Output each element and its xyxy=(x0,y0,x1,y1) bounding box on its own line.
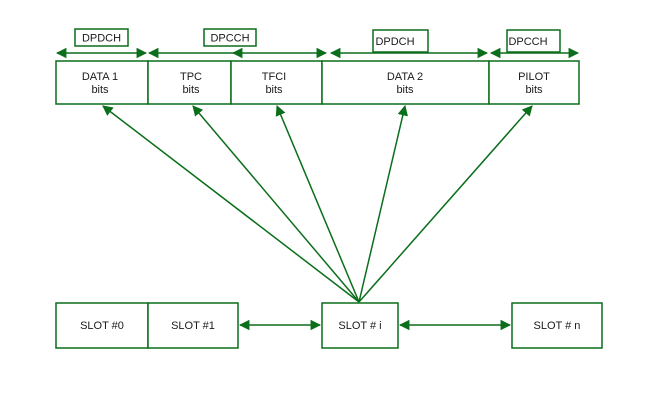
slot-i-label: SLOT # i xyxy=(338,320,381,332)
slots-row: SLOT #0 SLOT #1 SLOT # i SLOT # n xyxy=(55,302,603,349)
slot-box-1 xyxy=(147,302,239,349)
channel-label-dpcch-2: DPCCH xyxy=(508,36,547,48)
slot-box-0 xyxy=(55,302,149,349)
field-tfci-label: TFCI xyxy=(262,71,286,83)
field-pilot-sublabel: bits xyxy=(525,84,543,96)
channel-label-box-dpcch-1 xyxy=(203,28,257,47)
slot-box-i xyxy=(321,302,399,349)
field-tfci-sublabel: bits xyxy=(265,84,283,96)
field-box-data-1 xyxy=(55,60,149,105)
slot-1-label: SLOT #1 xyxy=(171,320,215,332)
field-box-tfci xyxy=(230,60,323,105)
field-data-2-label: DATA 2 xyxy=(387,71,423,83)
channel-label-dpdch-1: DPDCH xyxy=(82,33,121,45)
arrow-to-data-1 xyxy=(102,105,360,303)
arrow-to-tpc xyxy=(192,105,360,303)
field-tpc-label: TPC xyxy=(180,71,202,83)
slot-fields: DATA 1 bits TPC bits TFCI bits DATA 2 bi… xyxy=(55,60,580,105)
field-data-2-sublabel: bits xyxy=(396,84,414,96)
channel-label-dpcch-1: DPCCH xyxy=(210,33,249,45)
field-arrows xyxy=(102,104,533,303)
field-data-1-sublabel: bits xyxy=(91,84,109,96)
channel-label-dpdch-2: DPDCH xyxy=(375,36,414,48)
slot-box-n xyxy=(511,302,603,349)
arrow-to-data-2 xyxy=(358,104,408,303)
channel-labels: DPDCH DPCCH DPDCH DPCCH xyxy=(74,28,561,53)
field-box-pilot xyxy=(488,60,580,105)
channel-label-box-dpdch-1 xyxy=(74,28,129,47)
slot-0-label: SLOT #0 xyxy=(80,320,124,332)
arrow-to-pilot xyxy=(358,105,533,303)
field-tpc-sublabel: bits xyxy=(182,84,200,96)
field-data-1-label: DATA 1 xyxy=(82,71,118,83)
slot-n-label: SLOT # n xyxy=(534,320,581,332)
arrow-to-tfci xyxy=(275,105,360,303)
field-pilot-label: PILOT xyxy=(518,71,550,83)
